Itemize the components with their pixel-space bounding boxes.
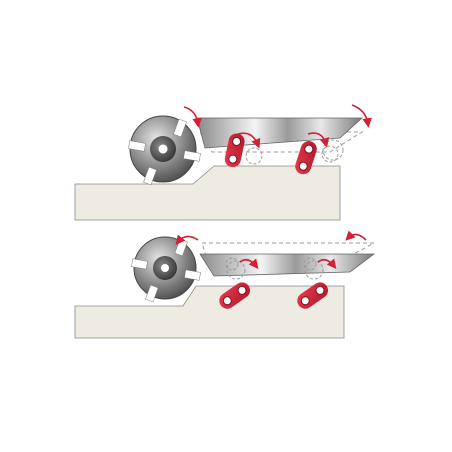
panel-bottom [74, 230, 376, 339]
lever-link-icon [219, 282, 329, 309]
rotation-arrow-icon [183, 104, 372, 149]
rotation-arrow-icon [175, 230, 367, 269]
base-block-bottom [74, 285, 345, 339]
panel-top [74, 104, 372, 221]
base-block-top [74, 165, 341, 221]
cutter-head-icon [128, 115, 201, 186]
ghost-links-bottom [225, 257, 324, 280]
plate-top [196, 117, 364, 149]
lever-link-icon [224, 133, 317, 175]
cutter-head-icon [131, 236, 201, 303]
